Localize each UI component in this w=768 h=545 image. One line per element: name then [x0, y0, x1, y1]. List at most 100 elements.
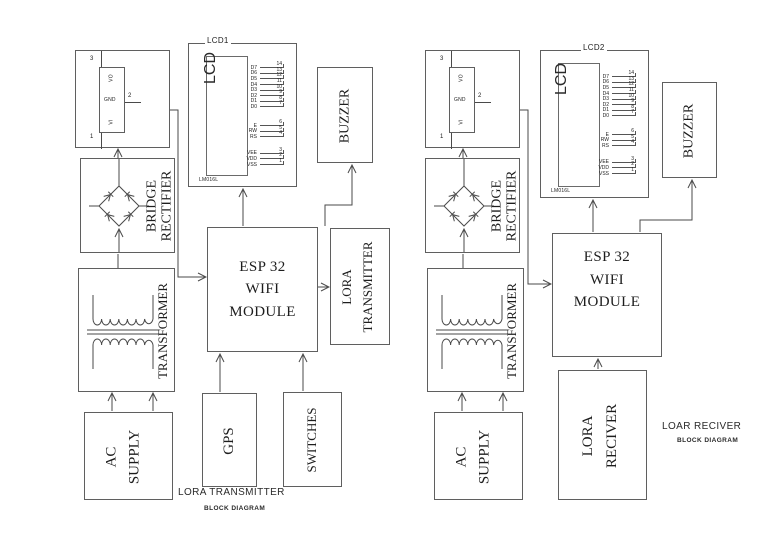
- lcd2-screen-label: LCD: [553, 62, 571, 96]
- lcd-pin-row: E 6: [253, 119, 284, 129]
- regulator2-vi-label: VI: [458, 119, 465, 125]
- lcd1-title: LCD1: [205, 36, 231, 45]
- lcd-pin-row: RW 5: [248, 124, 284, 135]
- lcd-pin-row: VSS 1: [598, 167, 636, 177]
- buzzer-block-2: BUZZER: [662, 82, 717, 178]
- lcd2-title: LCD2: [581, 43, 607, 52]
- regulator-vi-label: VI: [108, 119, 115, 125]
- lcd2-screen: [558, 63, 600, 187]
- regulator2-pin2-number: 2: [478, 93, 482, 99]
- transformer-block-2: TRANSFORMER: [427, 268, 524, 392]
- bridge-rectifier-symbol: [89, 159, 149, 252]
- regulator-vo-label: VO: [108, 74, 115, 82]
- regulator-pin1-wire: [101, 133, 102, 149]
- lcd-pin-row: VDD 2: [598, 161, 636, 171]
- regulator-gnd-label: GND: [104, 97, 116, 103]
- right-caption-title: LOAR RECIVER: [662, 421, 742, 432]
- lcd-pin-row: D3 10: [250, 83, 284, 94]
- gps-label: GPS: [220, 427, 237, 455]
- esp32-2-label-line2: WIFI: [589, 271, 625, 288]
- lcd-pin-row: RW 5: [600, 133, 636, 144]
- lcd-pin-row: D2 9: [250, 89, 284, 99]
- esp32-2-label-line1: ESP 32: [583, 249, 631, 265]
- lcd1-pins: D7 14 D6 13 D5 12 D4 11 D3 10 D2 9: [241, 61, 284, 168]
- lcd1-screen-label: LCD: [202, 51, 220, 85]
- lcd2-chip-label: LM016L: [551, 188, 571, 194]
- transformer2-label: TRANSFORMER: [503, 282, 519, 380]
- lcd-pin-row: D5 12: [250, 72, 284, 82]
- esp32-module-block-2: ESP 32 WIFI MODULE: [552, 233, 662, 357]
- lcd-pin-row: D7 14: [250, 61, 284, 71]
- bridge-rectifier2-symbol: [434, 159, 494, 252]
- buzzer-block: BUZZER: [317, 67, 373, 163]
- lcd-pin-row: VEE 3: [598, 155, 636, 166]
- lcd-pin-row: D1 8: [250, 94, 284, 105]
- regulator2-vo-label: VO: [458, 74, 465, 82]
- lcd2-data-pins: D7 14 D6 13 D5 12 D4 11 D3 10 D2 9: [593, 70, 636, 119]
- regulator2-pin1-wire: [451, 133, 452, 149]
- transformer-block: TRANSFORMER: [78, 268, 175, 392]
- left-caption-subtitle: BLOCK DIAGRAM: [204, 505, 266, 512]
- lcd-pin-row: VDD 2: [246, 152, 284, 162]
- switches-block: SWITCHES: [283, 392, 342, 487]
- lcd-pin-row: D5 12: [602, 81, 636, 91]
- gps-block: GPS: [202, 393, 257, 487]
- lcd-pin-row: D1 8: [602, 103, 636, 114]
- lcd1-control-pins: E 6 RW 5 RS 4: [241, 119, 284, 140]
- regulator-pin2-number: 2: [128, 93, 132, 99]
- lcd-pin-row: VSS 1: [246, 158, 284, 168]
- esp32-2-label-line3: MODULE: [573, 294, 641, 310]
- regulator-block-2: 3 1 2 VO GND VI: [425, 50, 520, 149]
- lcd-pin-row: D0 7: [602, 109, 636, 119]
- lcd2-power-pins: VEE 3 VDD 2 VSS 1: [593, 155, 636, 177]
- buzzer2-label: BUZZER: [681, 103, 697, 159]
- esp32-label-line2: WIFI: [245, 281, 280, 298]
- transformer-symbol: [87, 295, 159, 369]
- lcd1-data-pins: D7 14 D6 13 D5 12 D4 11 D3 10 D2 9: [241, 61, 284, 110]
- esp32-label-line3: MODULE: [229, 303, 296, 320]
- lcd2-pins: D7 14 D6 13 D5 12 D4 11 D3 10 D2 9: [593, 70, 636, 177]
- lcd2-block: LCD2 LCD LM016L D7 14 D6 13 D5 12 D4 11 …: [540, 43, 649, 198]
- regulator-pin3-number: 3: [90, 56, 94, 62]
- regulator2-pin3-wire: [451, 51, 452, 67]
- esp32-label-line1: ESP 32: [239, 258, 286, 275]
- left-caption-title: LORA TRANSMITTER: [178, 487, 285, 498]
- lcd-pin-row: D2 9: [602, 98, 636, 108]
- regulator2-pin3-number: 3: [440, 56, 444, 62]
- regulator2-ic: VO GND VI: [449, 67, 475, 133]
- lcd-pin-row: D7 14: [602, 70, 636, 80]
- wire-esp-to-buzzer: [324, 165, 352, 226]
- lcd-pin-row: D6 13: [602, 75, 636, 86]
- buzzer-label: BUZZER: [337, 88, 353, 144]
- regulator-block: 3 1 2 VO GND VI: [75, 50, 170, 149]
- lcd1-block: LCD1 LCD LM016L D7 14 D6 13 D5 12 D4 11 …: [188, 36, 297, 187]
- right-caption-subtitle: BLOCK DIAGRAM: [677, 437, 739, 444]
- regulator2-pin1-number: 1: [440, 134, 444, 140]
- lcd-pin-row: D3 10: [602, 92, 636, 103]
- lcd-pin-row: D4 11: [602, 87, 636, 97]
- lcd-pin-row: D6 13: [250, 66, 284, 77]
- lcd1-screen: [206, 56, 248, 176]
- lcd-pin-row: E 6: [605, 128, 636, 138]
- lcd-pin-row: RS 4: [250, 130, 284, 140]
- lcd2-control-pins: E 6 RW 5 RS 4: [593, 128, 636, 149]
- lcd-pin-row: D4 11: [250, 78, 284, 88]
- lcd-pin-row: VEE 3: [246, 146, 284, 157]
- lcd1-chip-label: LM016L: [199, 177, 219, 183]
- esp32-module-block: ESP 32 WIFI MODULE: [207, 227, 318, 352]
- lcd-pin-row: RS 4: [602, 139, 636, 149]
- regulator-ic: VO GND VI: [99, 67, 125, 133]
- regulator2-gnd-label: GND: [454, 97, 466, 103]
